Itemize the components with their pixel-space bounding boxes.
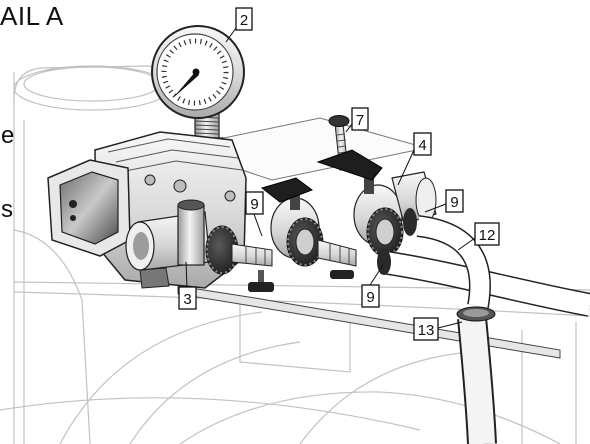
nut-bore xyxy=(295,228,315,256)
bracket-foot xyxy=(330,270,354,279)
hose-barb xyxy=(317,239,357,267)
valve-stem xyxy=(290,194,300,210)
screw-threads xyxy=(336,133,349,166)
leader-lines xyxy=(185,27,476,329)
callout-9-right: 9 xyxy=(445,189,464,213)
bracket-pin xyxy=(258,270,264,284)
pump-ribs xyxy=(107,138,243,173)
edge-text-fragment: s xyxy=(1,196,13,223)
tank-lid-outer xyxy=(13,65,171,111)
leader-9-right xyxy=(424,203,447,213)
callout-3: 3 xyxy=(178,286,197,310)
valve-stem xyxy=(364,176,374,194)
leader-13 xyxy=(437,321,463,329)
valve-outlet xyxy=(391,171,437,225)
tank-cross-line xyxy=(239,300,351,373)
callout-9-bottom: 9 xyxy=(361,284,380,308)
face-hole xyxy=(70,215,76,221)
valve-handle xyxy=(260,177,314,203)
callout-box xyxy=(445,189,464,213)
callout-label: 13 xyxy=(418,322,435,339)
nut-bore xyxy=(375,218,395,246)
callout-box xyxy=(245,191,264,215)
barb-ridges xyxy=(329,243,350,265)
gauge-tick-ring xyxy=(161,38,229,106)
tank-rim-line-2 xyxy=(13,291,590,317)
hose-fitting-ring-inner xyxy=(463,309,489,317)
callout-label: 4 xyxy=(418,137,426,154)
detail-title: AIL A xyxy=(0,1,64,31)
barb-ridges xyxy=(245,246,266,266)
outlet-end xyxy=(415,177,437,223)
leader-4 xyxy=(397,149,415,186)
gauge-hub xyxy=(192,68,200,76)
tank-curve-2 xyxy=(129,341,301,444)
pressure-gauge xyxy=(151,25,245,151)
pump-bolt xyxy=(224,190,236,202)
hose-12 xyxy=(416,216,490,308)
screw-head xyxy=(328,115,350,127)
callout-box xyxy=(413,132,432,156)
tank-curve-5 xyxy=(179,391,561,444)
callout-4: 4 xyxy=(413,132,432,156)
callout-label: 9 xyxy=(450,194,458,211)
tank-lid-inner xyxy=(23,66,161,102)
callout-label: 12 xyxy=(479,227,496,244)
tee-vertical xyxy=(177,204,205,266)
valve-nut-1 xyxy=(205,225,274,292)
callout-box xyxy=(361,284,380,308)
gauge-needle xyxy=(173,71,199,98)
pump-bolt xyxy=(144,174,156,186)
edge-text-fragment: e xyxy=(1,122,15,149)
callout-box xyxy=(474,222,500,246)
face-hole xyxy=(69,200,77,208)
tee-bore xyxy=(133,232,149,260)
callout-label: 3 xyxy=(183,291,191,308)
tank-shoulder xyxy=(13,229,91,444)
valve-handle xyxy=(316,149,383,181)
hose-clamp xyxy=(403,208,417,236)
callout-box xyxy=(351,107,369,131)
valve-3 xyxy=(316,149,404,257)
leader-3 xyxy=(185,261,188,288)
hoses xyxy=(377,208,590,444)
tank-curve-3 xyxy=(299,351,471,444)
leader-2 xyxy=(225,27,237,43)
pump-bolt xyxy=(173,179,187,193)
hose-13 xyxy=(459,316,495,444)
motor-face xyxy=(59,171,119,245)
leader-12 xyxy=(457,237,476,251)
callout-label: 7 xyxy=(356,112,364,129)
callout-12: 12 xyxy=(474,222,500,246)
callout-label: 2 xyxy=(240,12,248,29)
callout-label: 9 xyxy=(366,289,374,306)
tee-top-opening xyxy=(177,199,205,211)
callout-13: 13 xyxy=(413,317,439,341)
callout-label: 9 xyxy=(250,196,258,213)
valve-2 xyxy=(260,177,357,279)
leader-7 xyxy=(345,123,353,133)
leader-9-bottom xyxy=(369,264,384,286)
callout-box xyxy=(413,317,439,341)
callout-9-left: 9 xyxy=(245,191,264,215)
hose-barb xyxy=(231,243,273,267)
leader-9-left xyxy=(253,213,263,237)
pump-foot xyxy=(139,267,170,289)
tank-curve-1 xyxy=(59,311,263,444)
bracket-foot xyxy=(248,282,274,292)
callout-box xyxy=(178,286,197,310)
callout-7: 7 xyxy=(351,107,369,131)
tee-fitting xyxy=(125,199,211,271)
callout-2: 2 xyxy=(235,7,253,31)
tank-curve-4 xyxy=(0,397,421,431)
callout-box xyxy=(235,7,253,31)
